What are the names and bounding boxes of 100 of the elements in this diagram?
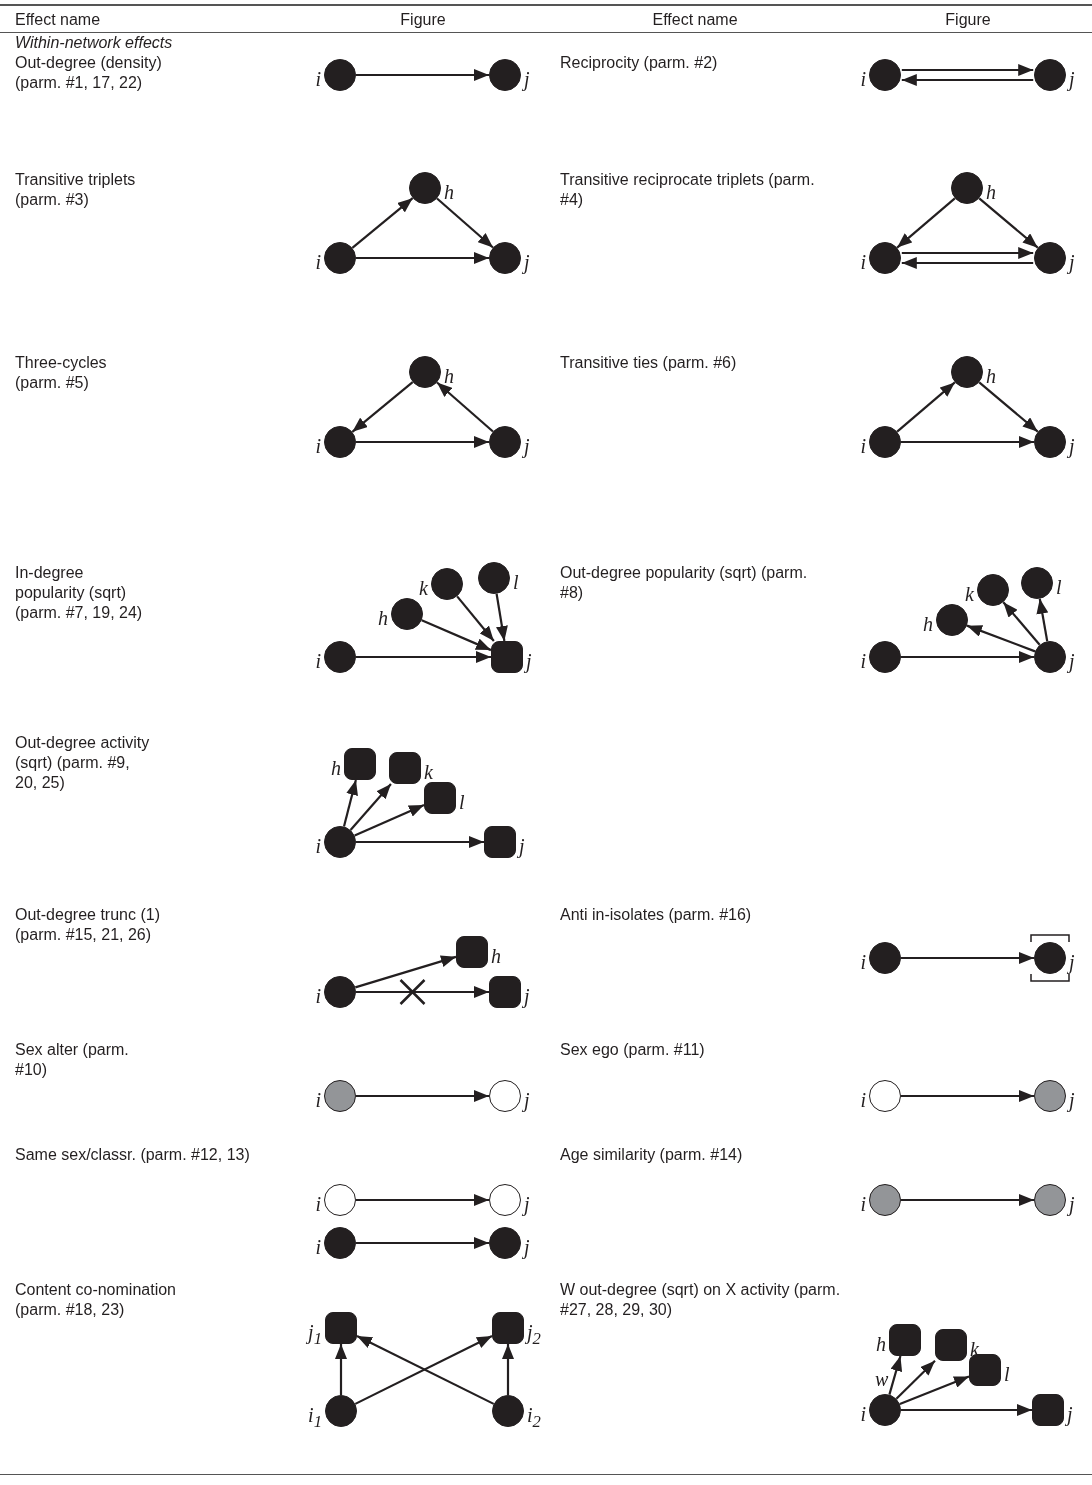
node-letter: i [860, 1194, 866, 1214]
arrow [436, 197, 494, 249]
node-letter: h [378, 608, 388, 628]
node-letter: i [315, 1237, 321, 1257]
circle-node [1034, 242, 1066, 274]
effect-name: Three-cycles (parm. #5) [15, 353, 108, 393]
node-letter: j [524, 1237, 530, 1257]
node-letter: h [986, 182, 996, 202]
circle-node [324, 976, 356, 1008]
circle-node [489, 426, 521, 458]
column-header: Figure [399, 10, 447, 30]
node-letter: i [315, 69, 321, 89]
node-letter: l [1056, 577, 1062, 597]
arrow [1036, 598, 1049, 642]
square-node [492, 1312, 524, 1344]
circle-node [869, 1080, 901, 1112]
circle-node [325, 1395, 357, 1427]
circle-node [489, 1184, 521, 1216]
node-letter: i [315, 436, 321, 456]
node-letter: i [860, 952, 866, 972]
circle-node [478, 562, 510, 594]
arrow [901, 436, 1034, 448]
node-letter: l [513, 572, 519, 592]
square-node [889, 1324, 921, 1356]
node-letter: j [1069, 1194, 1075, 1214]
circle-node [936, 604, 968, 636]
effect-name: Transitive reciprocate triplets (parm. #4) [560, 170, 816, 210]
edge-label: w [874, 1369, 889, 1390]
node-letter: j$_{1}$ [308, 1322, 322, 1349]
node-letter: l [1004, 1364, 1010, 1384]
arrow [495, 593, 508, 642]
node-letter: k [970, 1339, 979, 1359]
node-letter: k [419, 578, 428, 598]
circle-node [324, 1227, 356, 1259]
node-letter: j [1069, 1090, 1075, 1110]
node-letter: j [524, 986, 530, 1006]
node-letter: i [860, 436, 866, 456]
node-letter: j [524, 436, 530, 456]
circle-node [951, 172, 983, 204]
effect-name: Anti in-isolates (parm. #16) [560, 905, 753, 925]
arrow [901, 247, 1034, 259]
arrow [896, 197, 956, 249]
effect-name: Out-degree trunc (1) (parm. #15, 21, 26) [15, 905, 161, 945]
effect-name: Sex ego (parm. #11) [560, 1040, 706, 1060]
effect-name: Reciprocity (parm. #2) [560, 53, 719, 73]
arrow [351, 197, 414, 249]
circle-node [869, 59, 901, 91]
circle-node [324, 1080, 356, 1112]
arrow [978, 197, 1039, 249]
arrow [356, 1090, 489, 1102]
square-node [344, 748, 376, 780]
arrow [896, 381, 956, 433]
square-node [935, 1329, 967, 1361]
circle-node [1021, 567, 1053, 599]
effect-name: Transitive triplets (parm. #3) [15, 170, 137, 210]
circle-node [324, 426, 356, 458]
arrow [901, 952, 1034, 964]
arrow [356, 436, 489, 448]
node-letter: h [331, 758, 341, 778]
square-node [491, 641, 523, 673]
arrow [436, 381, 494, 433]
node-letter: i [315, 1090, 321, 1110]
circle-node [489, 59, 521, 91]
node-letter: j [524, 69, 530, 89]
node-letter: i [315, 252, 321, 272]
node-letter: h [876, 1334, 886, 1354]
node-letter: j [1069, 436, 1075, 456]
node-letter: i$_{2}$ [527, 1405, 541, 1432]
circle-node [869, 1184, 901, 1216]
node-letter: i [860, 69, 866, 89]
arrow [901, 1404, 1032, 1416]
arrow [456, 595, 495, 642]
circle-node [324, 641, 356, 673]
node-letter: j [1069, 69, 1075, 89]
circle-node [431, 568, 463, 600]
node-letter: j [526, 651, 532, 671]
node-letter: i [860, 252, 866, 272]
arrow [351, 381, 414, 433]
circle-node [324, 826, 356, 858]
effect-name: Sex alter (parm. #10) [15, 1040, 130, 1080]
effect-name: Out-degree popularity (sqrt) (parm. #8) [560, 563, 809, 603]
node-letter: l [459, 792, 465, 812]
effect-name: Transitive ties (parm. #6) [560, 353, 738, 373]
circle-node [324, 59, 356, 91]
arrow [901, 64, 1034, 76]
arrow [502, 1344, 514, 1395]
square-node [424, 782, 456, 814]
node-letter: j$_{2}$ [527, 1322, 541, 1349]
node-letter: i [315, 836, 321, 856]
arrow [354, 804, 425, 837]
arrow [901, 257, 1034, 269]
circle-node [1034, 1184, 1066, 1216]
circle-node [489, 1227, 521, 1259]
circle-node [951, 356, 983, 388]
node-letter: i [315, 986, 321, 1006]
node-letter: h [986, 366, 996, 386]
circle-node [492, 1395, 524, 1427]
node-letter: h [923, 614, 933, 634]
square-node [325, 1312, 357, 1344]
square-node [969, 1354, 1001, 1386]
